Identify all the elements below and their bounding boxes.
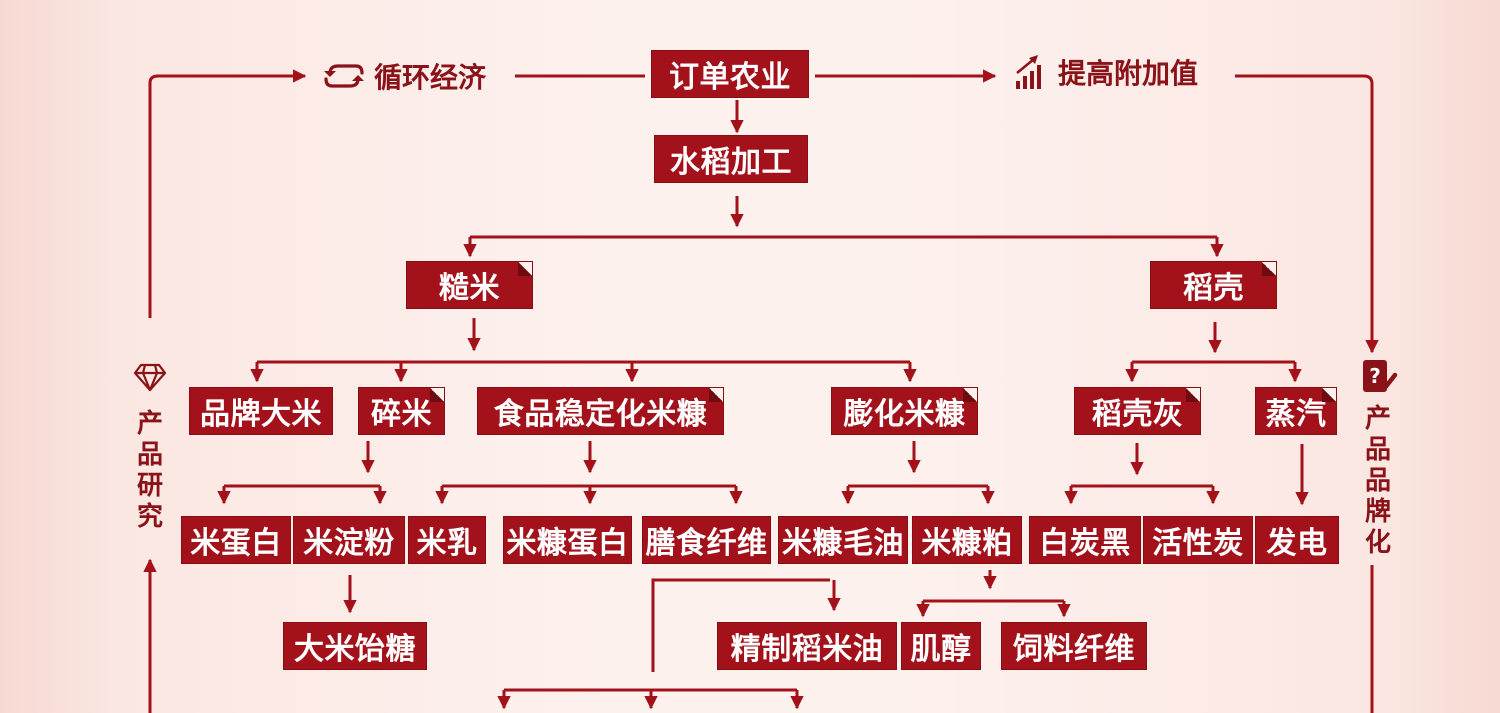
node-white-carbon: 白炭黑 (1030, 517, 1140, 563)
node-rice-protein: 米蛋白 (182, 517, 290, 563)
product-research-label: 产品研究 (136, 409, 163, 532)
node-bran-meal: 米糠粕 (913, 517, 1021, 563)
diamond-icon (133, 363, 167, 392)
rising-bars-icon (1016, 55, 1041, 89)
node-rice-syrup: 大米饴糖 (284, 623, 426, 669)
svg-text:?: ? (1369, 364, 1381, 388)
line-crude-oil-branch (651, 578, 830, 672)
circular-economy-label: 循环经济 (322, 56, 486, 96)
node-power: 发电 (1256, 517, 1338, 563)
value-added-text: 提高附加值 (1058, 57, 1199, 90)
node-stabilized-bran: 食品稳定化米糠 (478, 388, 723, 434)
node-inositol: 肌醇 (902, 623, 980, 669)
question-pencil-icon: ? (1363, 360, 1398, 392)
node-brand-rice: 品牌大米 (190, 388, 332, 434)
node-feed-fiber: 饲料纤维 (1002, 623, 1146, 669)
node-husk-ash: 稻壳灰 (1075, 388, 1200, 434)
node-puffed-bran: 膨化米糠 (832, 388, 977, 434)
node-rice-starch: 米淀粉 (294, 517, 404, 563)
node-dietary-fiber: 膳食纤维 (643, 517, 770, 563)
node-steam: 蒸汽 (1256, 388, 1336, 434)
node-rice-husk: 稻壳 (1151, 262, 1276, 308)
cycle-arrows-icon (324, 64, 364, 88)
node-rice-processing: 水稻加工 (655, 136, 807, 182)
node-bran-protein: 米糠蛋白 (504, 517, 631, 563)
loop-left-arrow (148, 69, 307, 318)
product-branding-label: 产品品牌化 (1364, 404, 1391, 558)
node-activated-carbon: 活性炭 (1144, 517, 1252, 563)
value-added-label: 提高附加值 (1014, 52, 1198, 92)
node-crude-bran-oil: 米糠毛油 (779, 517, 907, 563)
node-rice-milk: 米乳 (409, 517, 485, 563)
node-broken-rice: 碎米 (359, 388, 444, 434)
node-refined-oil: 精制稻米油 (718, 623, 896, 669)
node-brown-rice: 糙米 (407, 262, 532, 308)
circular-economy-text: 循环经济 (374, 61, 487, 94)
loop-right-arrow (1235, 74, 1379, 354)
node-order-agriculture: 订单农业 (652, 51, 808, 97)
